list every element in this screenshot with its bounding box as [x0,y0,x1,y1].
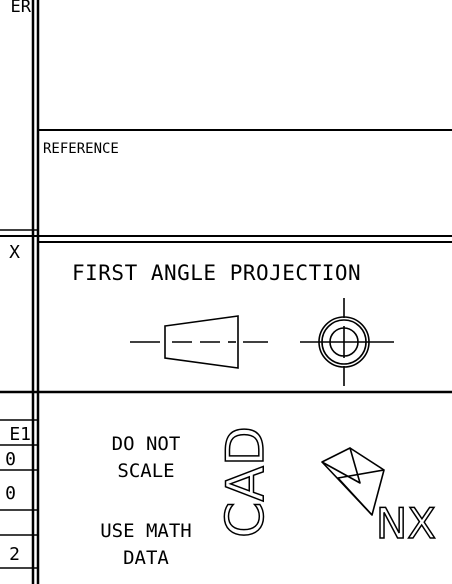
nx-logo: NX [321,447,437,549]
math-note-line1: USE MATH [100,520,192,542]
nx-logo-mark [321,447,385,516]
left-cell-2: 0 [5,449,16,470]
frustum-end-view [300,298,394,386]
math-note-line2: DATA [123,547,169,569]
left-cell-1: E1 [9,424,31,445]
projection-title: FIRST ANGLE PROJECTION [72,261,361,285]
left-cell-3: 0 [5,483,16,504]
nx-logo-text: NX [376,499,436,548]
left-cell-5: 2 [9,544,20,565]
cad-logo: CAD [215,425,277,538]
projection-symbol [130,298,394,386]
scale-note-line2: SCALE [117,460,174,482]
cad-logo-text: CAD [216,426,276,538]
left-mid-fragment: X [9,242,20,263]
reference-label: REFERENCE [43,141,119,157]
left-top-fragment: ER [11,0,32,17]
scale-note-line1: DO NOT [112,433,181,455]
frustum-side-view [130,315,268,369]
